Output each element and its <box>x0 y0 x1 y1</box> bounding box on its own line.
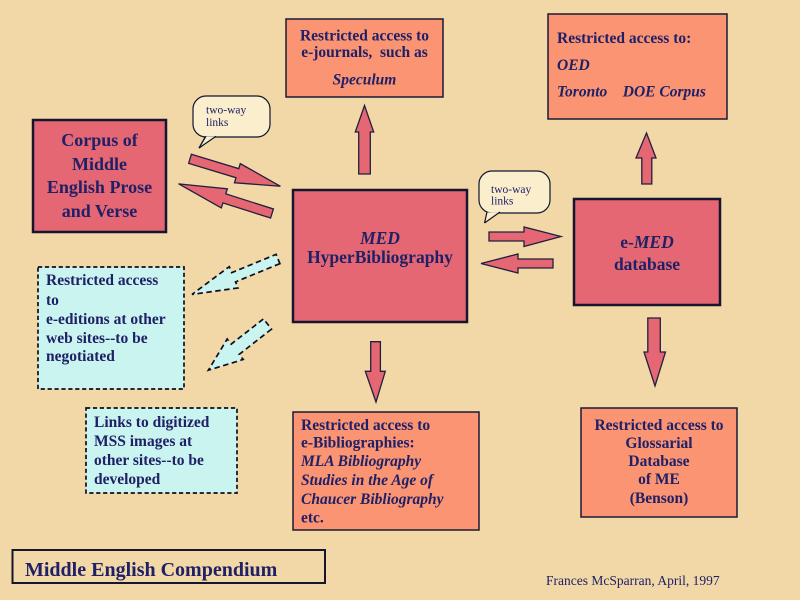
svg-text:Middle: Middle <box>72 154 127 174</box>
svg-text:e-editions at other: e-editions at other <box>46 311 166 328</box>
svg-text:two-way: two-way <box>491 184 531 196</box>
svg-text:e-MED: e-MED <box>620 232 674 252</box>
svg-text:OED: OED <box>557 57 590 74</box>
svg-text:e-Bibliographies:: e-Bibliographies: <box>301 435 415 452</box>
svg-text:MSS images at: MSS images at <box>94 433 193 450</box>
svg-text:Studies in the Age of: Studies in the Age of <box>301 472 435 489</box>
svg-text:MED: MED <box>359 228 400 248</box>
svg-text:Chaucer Bibliography: Chaucer Bibliography <box>301 491 444 508</box>
svg-text:web sites--to be: web sites--to be <box>46 330 148 347</box>
svg-text:two-way: two-way <box>206 105 246 117</box>
svg-text:(Benson): (Benson) <box>630 490 689 507</box>
svg-text:etc.: etc. <box>301 510 324 527</box>
svg-text:Links to digitized: Links to digitized <box>94 414 210 431</box>
svg-text:Restricted access to:: Restricted access to: <box>557 30 691 47</box>
svg-text:Speculum: Speculum <box>333 72 397 89</box>
svg-text:HyperBibliography: HyperBibliography <box>307 247 453 267</box>
svg-text:Restricted access to: Restricted access to <box>594 417 723 434</box>
svg-text:other sites--to be: other sites--to be <box>94 452 204 469</box>
svg-text:links: links <box>491 196 514 208</box>
svg-text:MLA Bibliography: MLA Bibliography <box>300 453 421 470</box>
svg-text:database: database <box>614 254 680 274</box>
svg-text:developed: developed <box>94 471 161 488</box>
svg-text:Database: Database <box>628 453 689 470</box>
svg-text:Toronto DOE Corpus: Toronto DOE Corpus <box>557 84 706 101</box>
svg-text:Frances McSparran, April, 1997: Frances McSparran, April, 1997 <box>546 573 720 588</box>
svg-text:Glossarial: Glossarial <box>625 435 693 452</box>
svg-text:links: links <box>206 117 229 129</box>
svg-text:Middle English Compendium: Middle English Compendium <box>25 559 278 581</box>
svg-text:to: to <box>46 292 59 309</box>
svg-text:English Prose: English Prose <box>47 177 152 197</box>
svg-text:Restricted access: Restricted access <box>46 272 158 289</box>
svg-text:Restricted access to: Restricted access to <box>300 28 429 45</box>
svg-text:negotiated: negotiated <box>46 348 115 365</box>
svg-text:Restricted access to: Restricted access to <box>301 417 430 434</box>
svg-text:and Verse: and Verse <box>62 201 138 221</box>
svg-text:e-journals, such as: e-journals, such as <box>301 44 428 61</box>
svg-text:of ME: of ME <box>638 471 680 488</box>
svg-text:Corpus of: Corpus of <box>61 130 139 150</box>
